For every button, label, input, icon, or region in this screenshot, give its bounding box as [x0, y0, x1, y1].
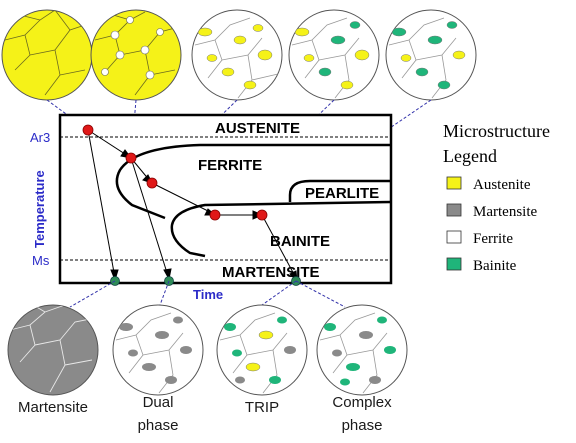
legend-swatch-martensite: [446, 203, 462, 217]
micro-dual-phase-circle: [112, 304, 204, 396]
legend-label-ferrite: Ferrite: [473, 231, 513, 247]
cooling-points: [82, 124, 268, 221]
y-axis-label: Temperature: [32, 170, 47, 248]
legend-swatch-ferrite: [446, 230, 462, 244]
region-pearlite: PEARLITE: [305, 185, 379, 202]
micro-complex-phase-circle: [316, 304, 408, 396]
micro-ferrite-bainite-circle: [385, 9, 477, 101]
legend-label-martensite: Martensite: [473, 204, 537, 220]
micro-ferrite-austenite-bainite-circle: [288, 9, 380, 101]
caption-complex-line2: phase: [342, 417, 383, 434]
micro-ferrite-austenite-circle: [191, 9, 283, 101]
region-austenite: AUSTENITE: [215, 120, 300, 137]
legend: Microstructure Legend Austenite Martensi…: [443, 121, 550, 274]
pearlite-start-curve: [288, 179, 391, 202]
bottom-connectors: [69, 280, 346, 308]
caption-dual-line1: Dual: [143, 394, 174, 411]
micro-austenite-circle: [1, 9, 93, 101]
caption-dual-line2: phase: [138, 417, 179, 434]
ferrite-start-curve: [115, 143, 391, 220]
x-axis-label: Time: [193, 287, 223, 302]
micro-martensite-circle: [7, 304, 99, 396]
caption-martensite: Martensite: [18, 399, 88, 416]
micro-austenite-ferrite-nucleation-circle: [90, 9, 182, 101]
ms-label: Ms: [32, 253, 50, 268]
region-bainite: BAINITE: [270, 233, 330, 250]
ar3-label: Ar3: [30, 130, 50, 145]
legend-swatch-austenite: [446, 176, 462, 190]
legend-title-line2: Legend: [443, 146, 497, 166]
legend-label-austenite: Austenite: [473, 177, 531, 193]
cct-frame: [58, 113, 393, 285]
caption-complex-line1: Complex: [332, 394, 392, 411]
region-ferrite: FERRITE: [198, 157, 262, 174]
legend-swatch-bainite: [446, 257, 462, 271]
caption-trip: TRIP: [245, 399, 279, 416]
legend-title-line1: Microstructure: [443, 121, 550, 141]
legend-label-bainite: Bainite: [473, 258, 517, 274]
micro-trip-circle: [216, 304, 308, 396]
bainite-start-curve: [170, 200, 392, 258]
region-martensite: MARTENSITE: [222, 264, 320, 281]
